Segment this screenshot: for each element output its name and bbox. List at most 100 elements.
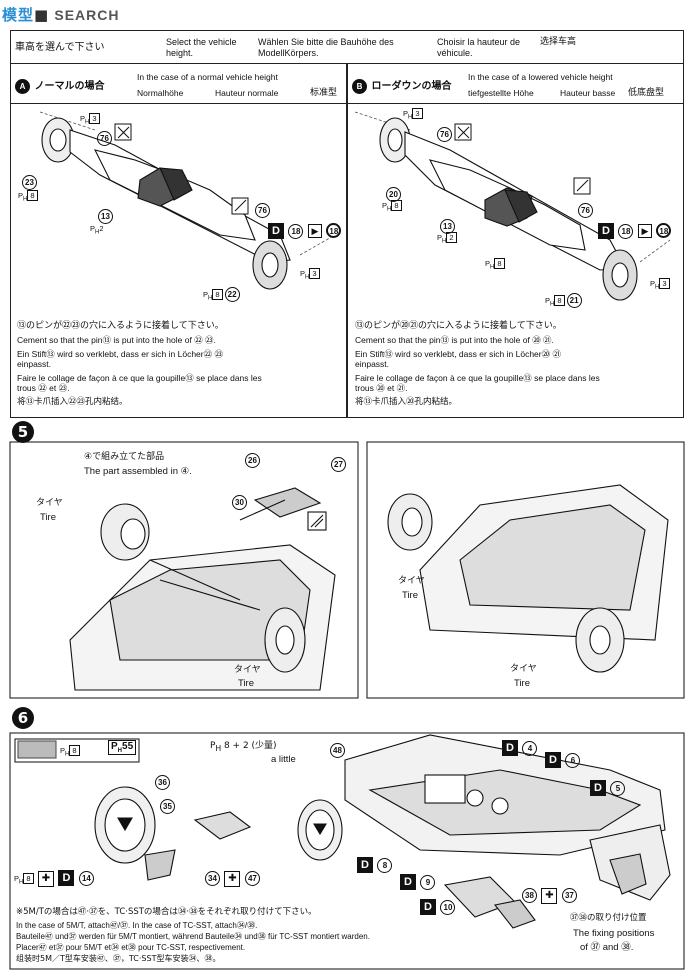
panel-b-callout-76b: 76 xyxy=(578,200,593,218)
step5-tire-jp: タイヤ xyxy=(36,498,63,508)
panel-a-note-jp: ⑬のピンが㉒㉓の穴に入るように接着して下さい。 xyxy=(17,321,224,331)
panel-a-title-en: In the case of a normal vehicle height xyxy=(137,72,278,82)
step5-tire-en: Tire xyxy=(40,512,57,523)
step6-note-de: Bauteile㊼ und㊲ werden für 5M/T montiert,… xyxy=(16,932,370,941)
header-de: Wählen Sie bitte die Bauhöhe des ModellK… xyxy=(258,37,394,58)
panel-a-note-de1: Ein Stift⑬ wird so verklebt, dass er sic… xyxy=(17,349,223,359)
panel-b-cement-icon: ▶ xyxy=(637,224,652,238)
step6-callout-34-47: 34 ✚ 47 xyxy=(205,868,260,887)
header-row xyxy=(10,30,684,63)
step6-note-cn: 组装时5M／T型车安装㊼、㊲，TC·SST型车安装㉞、㊳。 xyxy=(16,954,221,963)
step6-ph55: PH55 xyxy=(108,740,137,755)
header-jp: 車高を選んで下さい xyxy=(15,42,105,53)
panel-b-title-en: In the case of a lowered vehicle height xyxy=(468,72,613,82)
panel-a-note-fr1: Faire le collage de façon à ce que la go… xyxy=(17,373,262,383)
panel-a-d-group: D 18 ▶ 18 xyxy=(268,221,342,239)
panel-a-note-cn: 将⑬卡爪插入㉒㉓孔内粘结。 xyxy=(17,397,128,407)
step5-callout-30: 30 xyxy=(232,492,247,510)
panel-b-note-cn: 将⑬卡爪插入⑳孔内粘结。 xyxy=(355,397,458,407)
step6-a-little: a little xyxy=(271,754,296,765)
panel-a-note-de2: einpasst. xyxy=(17,359,52,369)
panel-b-note-en: Cement so that the pin⑬ is put into the … xyxy=(355,335,554,345)
panel-b xyxy=(347,63,684,418)
step5-callout-26: 26 xyxy=(245,450,260,468)
step6-fix-en1: The fixing positions xyxy=(573,928,655,939)
step6-d10: D 10 xyxy=(420,897,456,915)
header-fr: Choisir la hauteur de véhicule. xyxy=(437,37,521,58)
panel-b-callout-18b: 18 xyxy=(656,223,672,238)
step6-d5: D 5 xyxy=(590,778,626,796)
panel-a-callout-13: 13 xyxy=(98,206,113,224)
panel-a-title-jp: ノーマルの場合 xyxy=(34,81,105,92)
panel-a-title-fr: Hauteur normale xyxy=(215,88,279,98)
step5-right-tire-top-jp: タイヤ xyxy=(398,576,425,586)
panel-a-callout-76a: 76 xyxy=(97,128,112,146)
step6-note-fr: Placer㊼ et㊲ pour 5M/T et㉞ et㊳ pour TC-SS… xyxy=(16,943,246,952)
panel-b-callout-13: 13 xyxy=(440,216,455,234)
step6-fix-en2: of ㊲ and ㊳. xyxy=(580,942,634,953)
panel-b-callout-76a: 76 xyxy=(437,124,452,142)
step6-note-en: In the case of 5M/T, attach㊼/㊲. In the c… xyxy=(16,921,258,930)
step6-d8: D 8 xyxy=(357,855,393,873)
step6-note-jp: ※5M/Tの場合は㊼·㊲を、TC·SSTの場合は㉞·㊳をそれぞれ取り付けて下さい… xyxy=(16,907,317,917)
panel-a-callout-76b: 76 xyxy=(255,200,270,218)
step6-flip-icon: ✚ xyxy=(224,871,241,887)
watermark-brand-left: 模型 xyxy=(2,6,35,24)
step-5-number: 5 xyxy=(12,421,34,443)
panel-a-ph2: PH2 xyxy=(90,224,104,236)
panel-a xyxy=(10,63,347,418)
step6-flip-icon-left: ✚ xyxy=(37,871,54,887)
panel-b-title-cn: 低底盘型 xyxy=(628,88,665,98)
panel-b-note-de1: Ein Stift⑬ wird so verklebt, dass er sic… xyxy=(355,349,561,359)
header-cn: 选择车高 xyxy=(540,37,577,47)
panel-a-callout-23: 23 xyxy=(22,172,37,190)
step6-callout-35: 35 xyxy=(160,796,175,814)
step6-d4: D 4 xyxy=(502,738,538,756)
panel-b-title-jp: ローダウンの場合 xyxy=(371,81,452,92)
panel-b-note-fr1: Faire le collage de façon à ce que la go… xyxy=(355,373,600,383)
step5-right-tire-top-en: Tire xyxy=(402,590,419,601)
panel-a-note-fr2: trous ㉒ et ㉓. xyxy=(17,383,70,393)
step6-callout-36: 36 xyxy=(155,772,170,790)
panel-a-title-divider xyxy=(10,103,347,104)
step5-tire-bottom-en: Tire xyxy=(238,678,255,689)
panel-b-title: B ローダウンの場合 xyxy=(352,76,451,94)
panel-a-cement-icon: ▶ xyxy=(307,224,322,238)
panel-b-callout-18a: 18 xyxy=(618,224,634,239)
step5-right-tire-bottom-jp: タイヤ xyxy=(510,664,537,674)
panel-a-d-chip: D xyxy=(268,223,284,239)
step5-callout-27: 27 xyxy=(331,454,346,472)
panel-a-badge: A xyxy=(15,79,30,94)
step6-flip-icon-right: ✚ xyxy=(541,888,558,904)
panel-b-callout-20: 20 xyxy=(386,184,401,202)
watermark-logo: 模型■ SEARCH xyxy=(2,6,120,24)
step6-ph-combo: PH 8 + 2 (少量) xyxy=(210,741,277,753)
step6-d6: D 6 xyxy=(545,750,581,768)
step5-assembled-en: The part assembled in ④. xyxy=(84,466,192,477)
step-6-number: 6 xyxy=(12,707,34,729)
step6-fix-jp: ㊲㊳の取り付け位置 xyxy=(570,913,647,923)
panel-a-note-en: Cement so that the pin⑬ is put into the … xyxy=(17,335,216,345)
panel-b-title-divider xyxy=(347,103,684,104)
step6-callout-48: 48 xyxy=(330,740,345,758)
step5-right-tire-bottom-en: Tire xyxy=(514,678,531,689)
panel-a-callout-18b: 18 xyxy=(326,223,342,238)
step6-callout-38-37: 38 ✚ 37 xyxy=(522,885,577,904)
header-en: Select the vehicle height. xyxy=(166,37,237,58)
watermark-brand-right: SEARCH xyxy=(54,7,120,23)
panel-b-badge: B xyxy=(352,79,367,94)
panel-b-note-fr2: trous ⑳ et ㉑. xyxy=(355,383,408,393)
panel-a-title-de: Normalhöhe xyxy=(137,88,184,98)
